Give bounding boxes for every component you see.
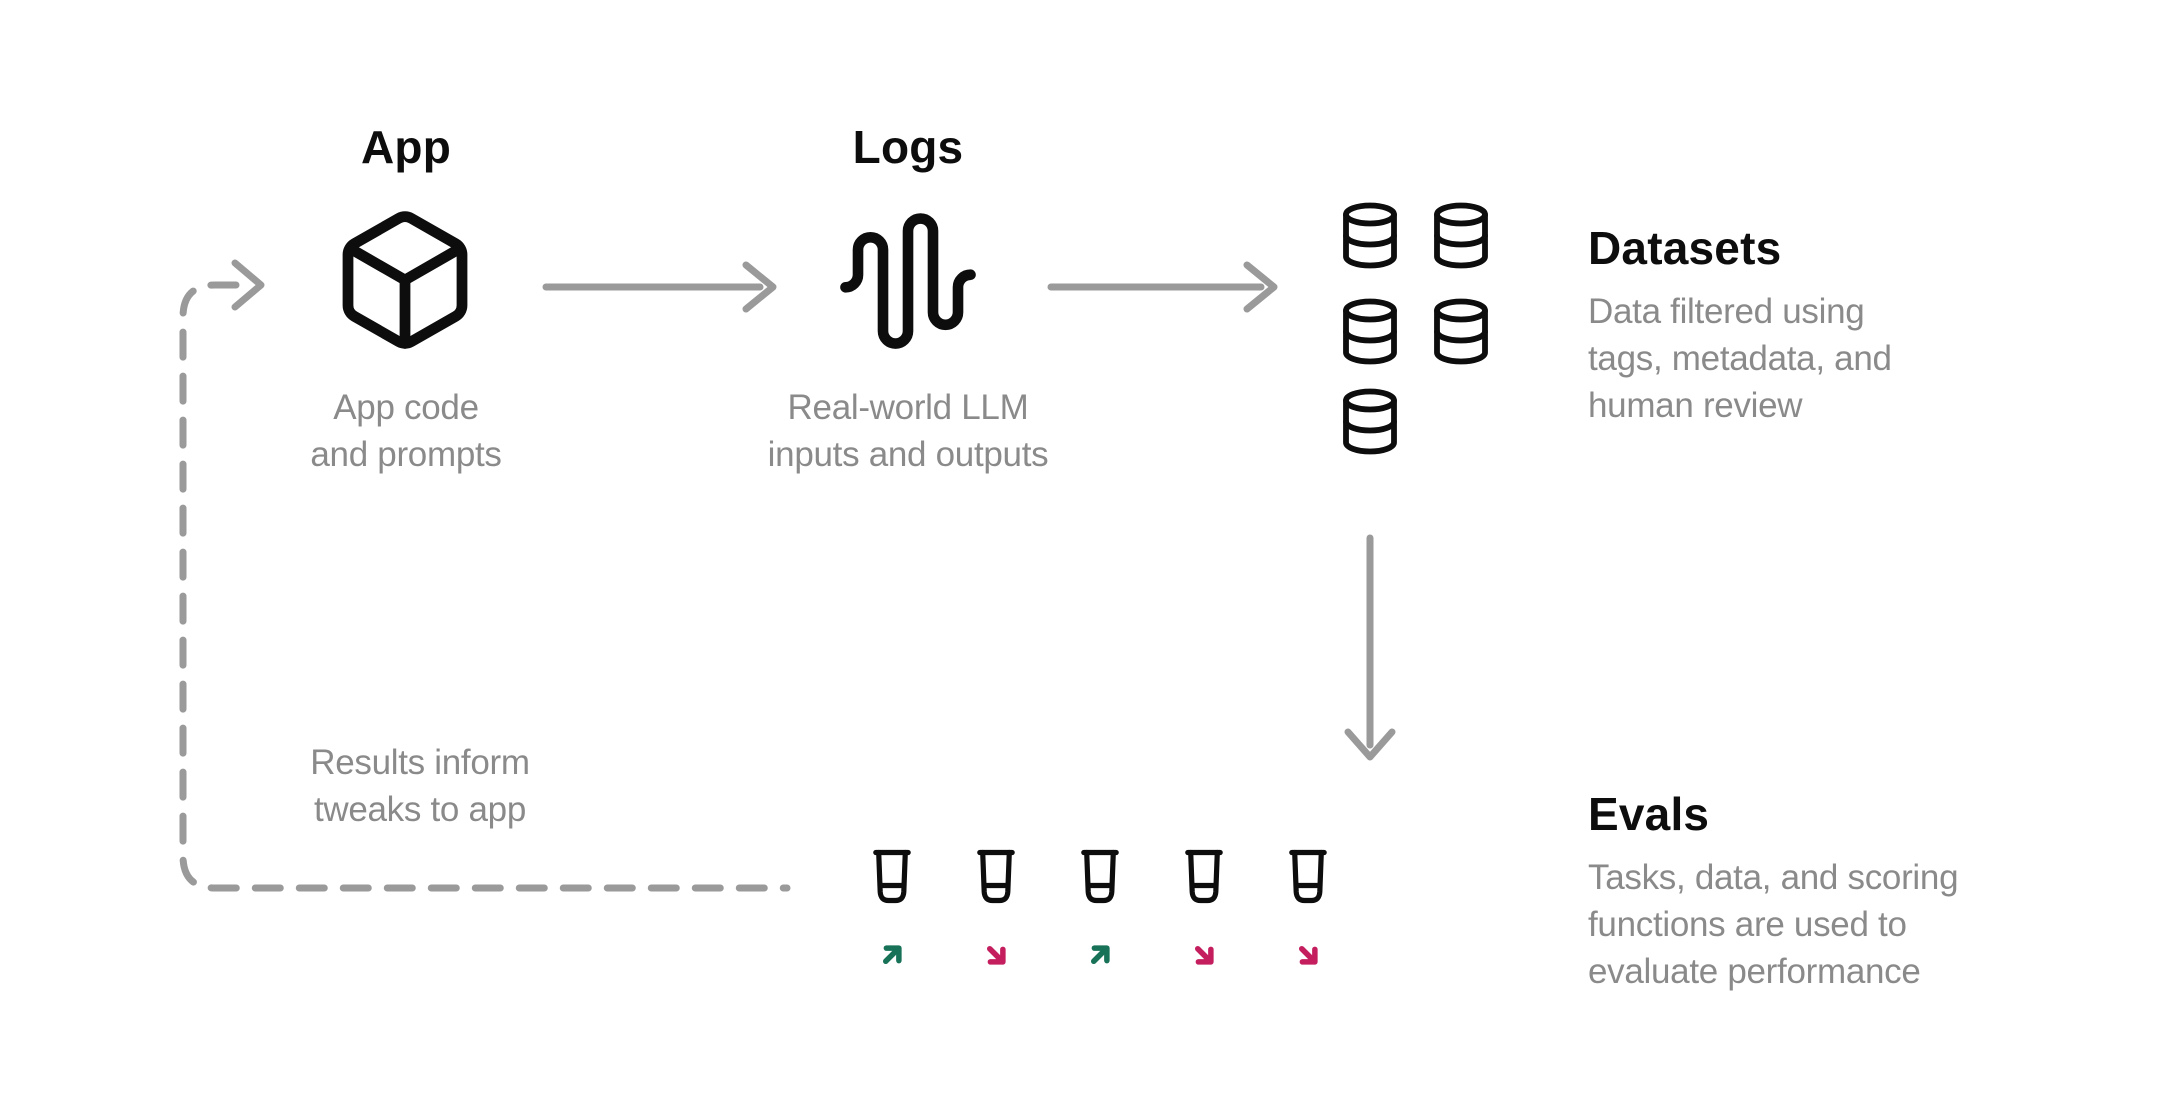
box-icon — [342, 211, 468, 349]
evals-node-title: Evals — [1588, 788, 1710, 840]
trend-down-icon — [1195, 946, 1214, 965]
datasets-node-caption: Data filtered using tags, metadata, and … — [1588, 288, 2068, 429]
caption-line: tags, metadata, and — [1588, 339, 1892, 378]
trend-up-icon — [883, 945, 902, 964]
feedback-loop-label: Results inform tweaks to app — [265, 739, 575, 833]
app-node-caption: App code and prompts — [246, 384, 566, 478]
caption-line: Results inform — [310, 743, 530, 782]
trend-down-icon — [1299, 946, 1318, 965]
eval-run-5 — [1256, 848, 1360, 970]
arrow-datasets-to-evals — [1344, 534, 1396, 761]
beaker-icon — [1081, 849, 1119, 904]
caption-line: Real-world LLM — [787, 388, 1029, 427]
caption-line: App code — [333, 388, 479, 427]
database-icon — [1343, 298, 1397, 365]
caption-line: and prompts — [310, 435, 502, 474]
beaker-icon — [873, 849, 911, 904]
trend-down-icon — [987, 946, 1006, 965]
logs-node-title: Logs — [852, 121, 964, 173]
evals-node-caption: Tasks, data, and scoring functions are u… — [1588, 854, 2088, 995]
eval-run-4 — [1152, 848, 1256, 970]
evals-icon-row — [840, 848, 1360, 970]
caption-line: Data filtered using — [1588, 292, 1865, 331]
trend-up-icon — [1091, 945, 1110, 964]
database-icon — [1434, 298, 1488, 365]
arrow-logs-to-datasets — [1047, 261, 1278, 313]
logs-node-caption: Real-world LLM inputs and outputs — [728, 384, 1088, 478]
caption-line: evaluate performance — [1588, 952, 1921, 991]
caption-line: human review — [1588, 386, 1803, 425]
database-icon — [1343, 388, 1397, 455]
database-icon — [1343, 202, 1397, 269]
caption-line: functions are used to — [1588, 905, 1907, 944]
datasets-node-title: Datasets — [1588, 222, 1782, 274]
beaker-icon — [977, 849, 1015, 904]
arrow-app-to-logs — [542, 261, 777, 313]
beaker-icon — [1289, 849, 1327, 904]
eval-run-1 — [840, 848, 944, 970]
caption-line: inputs and outputs — [767, 435, 1049, 474]
eval-run-3 — [1048, 848, 1152, 970]
caption-line: Tasks, data, and scoring — [1588, 858, 1959, 897]
audio-waveform-icon — [840, 213, 976, 349]
database-icon — [1434, 202, 1488, 269]
app-node-title: App — [360, 121, 452, 173]
eval-run-2 — [944, 848, 1048, 970]
caption-line: tweaks to app — [313, 790, 527, 829]
beaker-icon — [1185, 849, 1223, 904]
